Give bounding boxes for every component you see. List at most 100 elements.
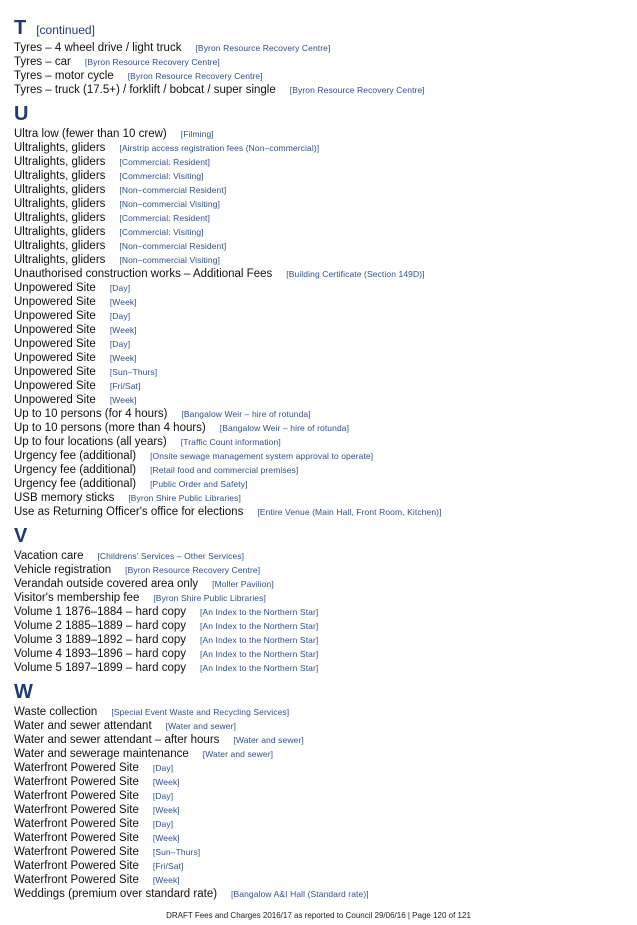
entry-category: [Day]: [152, 763, 174, 773]
entry-category: [Week]: [109, 325, 137, 335]
entry-category: [Week]: [152, 777, 180, 787]
entry-category: [Filming]: [180, 129, 214, 139]
index-entry: Tyres – car [Byron Resource Recovery Cent…: [14, 54, 626, 68]
entry-label: Tyres – 4 wheel drive / light truck: [14, 42, 182, 54]
index-entry: Vehicle registration[Byron Resource Reco…: [14, 562, 626, 576]
entry-label: Tyres – car: [14, 56, 71, 68]
entry-category: [Byron Shire Public Libraries]: [128, 493, 241, 503]
entry-label: Unpowered Site: [14, 352, 96, 364]
entry-label: Up to 10 persons (for 4 hours): [14, 408, 168, 420]
index-entry: Waterfront Powered Site[Fri/Sat]: [14, 858, 626, 872]
entry-category: [Byron Resource Recovery Centre]: [125, 565, 261, 575]
entry-category: [Moller Pavilion]: [212, 579, 274, 589]
index-entry: Tyres – motor cycle [Byron Resource Recov…: [14, 68, 626, 82]
page-footer: DRAFT Fees and Charges 2016/17 as report…: [166, 911, 471, 920]
section-letter: U: [14, 103, 29, 125]
entry-label: Weddings (premium over standard rate): [14, 888, 218, 900]
index-entry: Waterfront Powered Site[Week]: [14, 802, 626, 816]
entry-category: [Onsite sewage management system approva…: [150, 451, 374, 461]
entry-category: [Non–commercial Resident]: [119, 185, 227, 195]
index-entry: Unpowered Site [Fri/Sat]: [14, 378, 626, 392]
index-entry: Ultra low (fewer than 10 crew)[Filming]: [14, 126, 626, 140]
entry-label: Waterfront Powered Site: [14, 874, 139, 886]
entry-category: [Fri/Sat]: [109, 381, 141, 391]
entry-category: [Byron Resource Recovery Centre]: [127, 71, 263, 81]
index-entry: Water and sewer attendant[Water and sewe…: [14, 718, 626, 732]
index-entry: Unpowered Site[Day]: [14, 280, 626, 294]
entry-label: Ultralights, gliders: [14, 156, 106, 168]
index-entry: Unpowered Site[Week]: [14, 294, 626, 308]
entry-label: Ultralights, gliders: [14, 170, 106, 182]
entry-label: Volume 4 1893–1896 – hard copy: [14, 648, 186, 660]
entry-category: [Byron Resource Recovery Centre]: [84, 57, 220, 67]
entry-label: Tyres – truck (17.5+) / forklift / bobca…: [14, 84, 276, 96]
entry-category: [Day]: [109, 311, 131, 321]
entry-category: [Commercial: Resident]: [119, 213, 210, 223]
index-entry: Up to 10 persons (more than 4 hours) [Ban…: [14, 420, 626, 434]
entry-label: Waterfront Powered Site: [14, 832, 139, 844]
entry-label: Tyres – motor cycle: [14, 70, 114, 82]
entry-label: Unpowered Site: [14, 310, 96, 322]
section-letter: V: [14, 525, 28, 547]
index-entry: Ultralights, gliders[Non–commercial Resi…: [14, 238, 626, 252]
entry-label: USB memory sticks: [14, 492, 115, 504]
entry-category: [Week]: [152, 805, 180, 815]
section-heading: V: [14, 524, 626, 548]
index-entry: Ultralights, gliders[Non–commercial Visi…: [14, 252, 626, 266]
entry-label: Unpowered Site: [14, 338, 96, 350]
entry-label: Urgency fee (additional): [14, 450, 137, 462]
entry-label: Volume 3 1889–1892 – hard copy: [14, 634, 186, 646]
index-entry: Waterfront Powered Site[Day]: [14, 788, 626, 802]
entry-category: [Byron Shire Public Libraries]: [153, 593, 266, 603]
entry-category: [Special Event Waste and Recycling Servi…: [111, 707, 290, 717]
index-page: T[continued]Tyres – 4 wheel drive / ligh…: [14, 16, 626, 900]
entry-label: Volume 2 1885–1889 – hard copy: [14, 620, 186, 632]
entry-category: [Airstrip access registration fees (Non–…: [119, 143, 320, 153]
entry-category: [Bangalow Weir – hire of rotunda]: [219, 423, 350, 433]
entry-label: Ultralights, gliders: [14, 254, 106, 266]
index-entry: Waterfront Powered Site [Week]: [14, 830, 626, 844]
entry-label: Unpowered Site: [14, 282, 96, 294]
section-heading: W: [14, 680, 626, 704]
entry-label: Up to 10 persons (more than 4 hours): [14, 422, 206, 434]
index-entry: Volume 4 1893–1896 – hard copy[An Index …: [14, 646, 626, 660]
index-entry: Unpowered Site[Week]: [14, 392, 626, 406]
index-entry: Vacation care[Childrens' Services – Othe…: [14, 548, 626, 562]
entry-label: Visitor's membership fee: [14, 592, 140, 604]
index-entry: Ultralights, gliders[Non–commercial Visi…: [14, 196, 626, 210]
index-entry: Unpowered Site [Week]: [14, 322, 626, 336]
entry-label: Waste collection: [14, 706, 98, 718]
entry-label: Waterfront Powered Site: [14, 860, 139, 872]
section-heading: U: [14, 102, 626, 126]
entry-label: Ultralights, gliders: [14, 184, 106, 196]
entry-category: [Week]: [152, 833, 180, 843]
entry-category: [Public Order and Safety]: [150, 479, 248, 489]
entry-category: [An Index to the Northern Star]: [200, 635, 319, 645]
entry-label: Unpowered Site: [14, 324, 96, 336]
entry-label: Ultralights, gliders: [14, 212, 106, 224]
index-entry: Unauthorised construction works – Additi…: [14, 266, 626, 280]
entry-category: [An Index to the Northern Star]: [200, 663, 319, 673]
index-entry: Up to 10 persons (for 4 hours)[Bangalow …: [14, 406, 626, 420]
entry-label: Water and sewer attendant – after hours: [14, 734, 220, 746]
entry-label: Ultralights, gliders: [14, 198, 106, 210]
entry-label: Ultralights, gliders: [14, 226, 106, 238]
index-entry: Ultralights, gliders [Non–commercial Resi…: [14, 182, 626, 196]
entry-label: Waterfront Powered Site: [14, 790, 139, 802]
index-entry: Urgency fee (additional) [Onsite sewage m…: [14, 448, 626, 462]
entry-label: Unauthorised construction works – Additi…: [14, 268, 273, 280]
entry-label: Waterfront Powered Site: [14, 776, 139, 788]
entry-label: Water and sewerage maintenance: [14, 748, 189, 760]
entry-category: [Week]: [109, 353, 137, 363]
index-entry: USB memory sticks [Byron Shire Public Lib…: [14, 490, 626, 504]
entry-category: [Sun–Thurs]: [152, 847, 201, 857]
index-entry: Volume 3 1889–1892 – hard copy [An Index …: [14, 632, 626, 646]
entry-category: [Byron Resource Recovery Centre]: [195, 43, 331, 53]
entry-label: Unpowered Site: [14, 380, 96, 392]
index-entry: Unpowered Site [Day]: [14, 308, 626, 322]
entry-category: [Building Certificate (Section 149D)]: [286, 269, 425, 279]
entry-category: [Sun–Thurs]: [109, 367, 158, 377]
entry-label: Unpowered Site: [14, 296, 96, 308]
section-letter: W: [14, 681, 33, 703]
entry-label: Ultralights, gliders: [14, 240, 106, 252]
